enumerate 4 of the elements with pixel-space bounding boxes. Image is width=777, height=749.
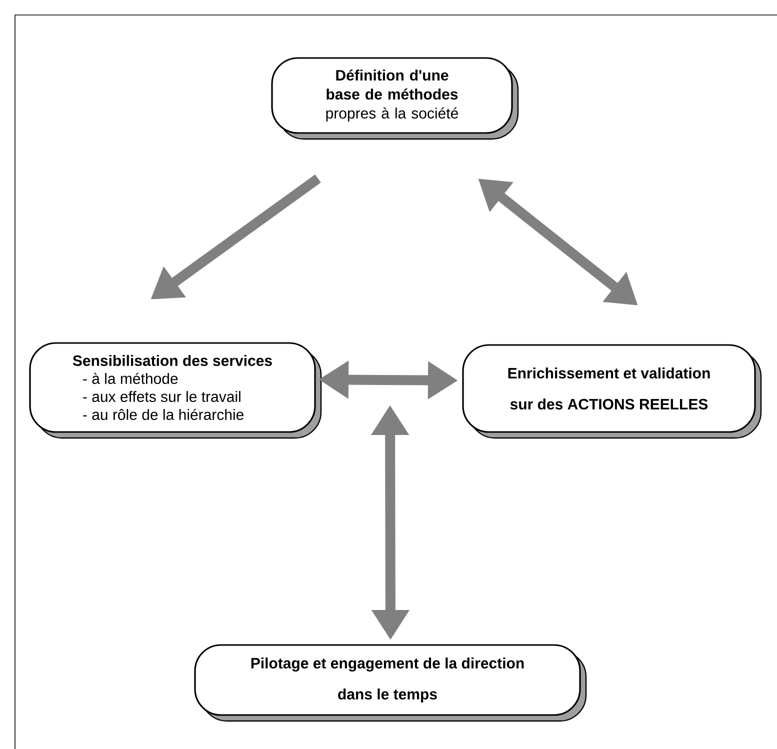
rounded-box: Définition d'une base de méthodes propres à la société xyxy=(271,57,519,140)
rounded-box: Pilotage et engagement de la direction dans le temps xyxy=(194,644,587,722)
rounded-box: Sensibilisation des services - à la méthode - aux effets sur le travail - au rôle de la hiérarchie xyxy=(29,342,322,439)
rounded-box: Enrichissement et validation sur des ACTIONS REELLES xyxy=(462,344,762,439)
